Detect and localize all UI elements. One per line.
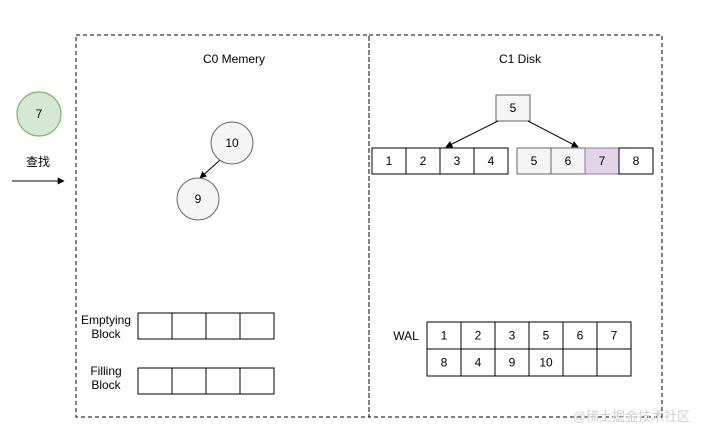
emptying-block-cell xyxy=(171,312,207,340)
tree-edge xyxy=(199,159,221,179)
disk-root-value: 5 xyxy=(510,101,517,115)
wal-row1-cell: 2 xyxy=(460,321,496,350)
search-node-circle xyxy=(16,91,62,137)
left-leaf-cell: 3 xyxy=(439,147,475,175)
disk-left-leaf: 1 2 3 4 xyxy=(371,147,509,175)
search-node-value: 7 xyxy=(36,107,43,121)
wal-row1-cell-value: 7 xyxy=(611,329,618,343)
filling-block-label-line2: Block xyxy=(91,378,121,392)
disk-panel: C1 Disk 5 1 2 3 4 5 6 7 8 WAL 1 2 3 5 6 7 8 4 9 10 xyxy=(368,34,663,418)
tree-node-root-value: 10 xyxy=(225,136,239,150)
emptying-block-cell xyxy=(239,312,275,340)
right-leaf-cell: 7 xyxy=(584,147,620,175)
emptying-block-cell xyxy=(137,312,173,340)
left-leaf-cell: 4 xyxy=(473,147,509,175)
wal-row2-cell: 10 xyxy=(528,348,564,377)
wal-row1-cell-value: 5 xyxy=(543,329,550,343)
tree-node-child: 9 xyxy=(176,177,220,221)
left-leaf-cell-value: 1 xyxy=(386,154,393,168)
wal-row1-cell-value: 3 xyxy=(509,329,516,343)
left-leaf-cell: 1 xyxy=(371,147,407,175)
wal-row1-cell: 6 xyxy=(562,321,598,350)
watermark: @稀土掘金技术社区 xyxy=(573,409,690,424)
wal-row2-cell xyxy=(562,348,598,377)
wal-row1-cell: 7 xyxy=(596,321,632,350)
wal-table: 1 2 3 5 6 7 8 4 9 10 xyxy=(426,321,632,377)
disk-edge-right xyxy=(527,120,579,148)
filling-block-cell xyxy=(239,367,275,395)
memory-panel: C0 Memery 10 9 Emptying Block Filling Bl… xyxy=(75,34,370,418)
disk-edge-left xyxy=(445,120,499,148)
right-leaf-cell-value: 8 xyxy=(633,154,640,168)
wal-row2-cell xyxy=(596,348,632,377)
disk-right-leaf: 5 6 7 8 xyxy=(516,147,654,175)
wal-row2-cell: 8 xyxy=(426,348,462,377)
tree-node-root: 10 xyxy=(210,121,254,165)
left-leaf-cell: 2 xyxy=(405,147,441,175)
memory-panel-border xyxy=(75,34,370,418)
wal-row2-cell: 9 xyxy=(494,348,530,377)
wal-row2-cell-value: 4 xyxy=(475,356,482,370)
emptying-block-cell xyxy=(205,312,241,340)
right-leaf-cell: 5 xyxy=(516,147,552,175)
wal-row1-cell: 1 xyxy=(426,321,462,350)
left-leaf-cell-value: 2 xyxy=(420,154,427,168)
right-leaf-cell-value: 7 xyxy=(599,154,606,168)
emptying-block-label-line1: Emptying xyxy=(81,313,131,327)
right-leaf-cell-value: 6 xyxy=(565,154,572,168)
filling-block-label-line1: Filling xyxy=(90,364,121,378)
filling-block-cell xyxy=(205,367,241,395)
wal-row2-cell-value: 8 xyxy=(441,356,448,370)
filling-block-cell xyxy=(171,367,207,395)
wal-label: WAL xyxy=(393,329,419,343)
right-leaf-cell-value: 5 xyxy=(531,154,538,168)
wal-row2-cell-value: 9 xyxy=(509,356,516,370)
disk-panel-title: C1 Disk xyxy=(499,52,542,66)
wal-row1-cell-value: 2 xyxy=(475,329,482,343)
disk-panel-border xyxy=(368,34,663,418)
filling-block xyxy=(137,367,275,395)
wal-row2-cell-value: 10 xyxy=(539,356,553,370)
left-leaf-cell-value: 4 xyxy=(488,154,495,168)
wal-row1-cell: 5 xyxy=(528,321,564,350)
search-label: 查找 xyxy=(26,155,50,169)
disk-root-node: 5 xyxy=(495,94,531,122)
emptying-block-label-line2: Block xyxy=(91,327,121,341)
wal-row1-cell-value: 1 xyxy=(441,329,448,343)
tree-node-child-value: 9 xyxy=(195,192,202,206)
right-leaf-cell: 6 xyxy=(550,147,586,175)
memory-panel-title: C0 Memery xyxy=(203,52,265,66)
left-leaf-cell-value: 3 xyxy=(454,154,461,168)
wal-row1-cell: 3 xyxy=(494,321,530,350)
right-leaf-cell: 8 xyxy=(618,147,654,175)
wal-row1-cell-value: 6 xyxy=(577,329,584,343)
emptying-block xyxy=(137,312,275,340)
search-node: 7 xyxy=(16,91,62,137)
wal-row2-cell: 4 xyxy=(460,348,496,377)
filling-block-cell xyxy=(137,367,173,395)
